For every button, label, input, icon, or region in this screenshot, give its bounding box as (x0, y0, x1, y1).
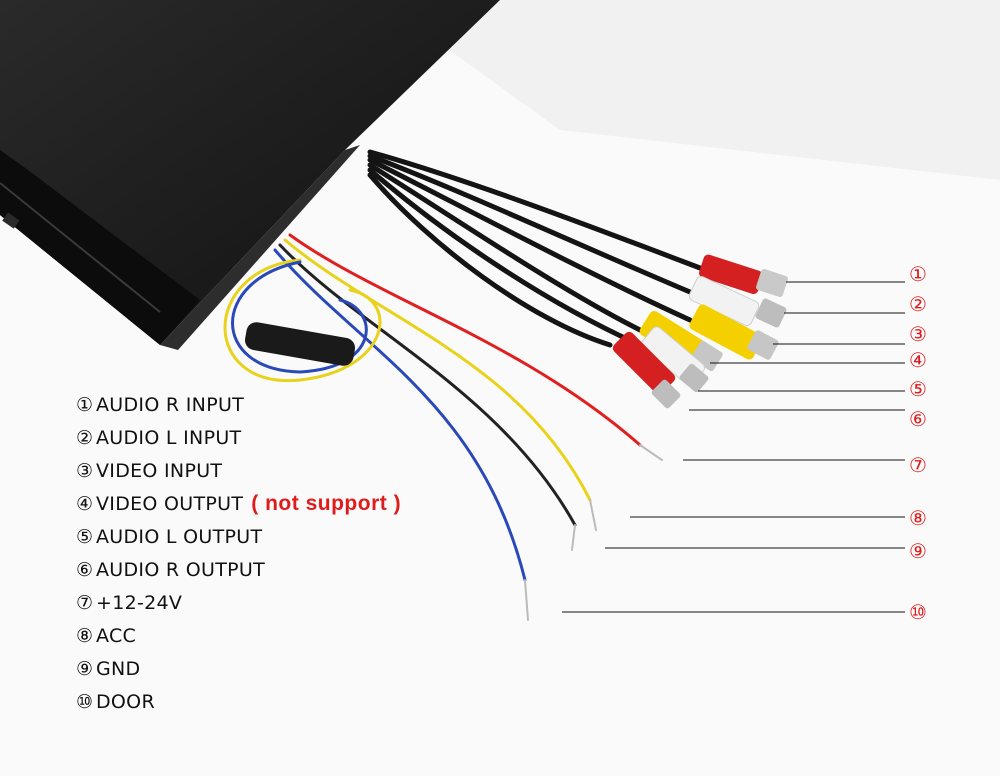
legend-label: AUDIO L INPUT (96, 426, 242, 449)
callout-10: ⑩ (909, 600, 927, 624)
legend-item-door: ⑩ DOOR (76, 685, 401, 718)
legend-item-video-input: ③ VIDEO INPUT (76, 454, 401, 487)
legend-item-audio-r-output: ⑥ AUDIO R OUTPUT (76, 553, 401, 586)
legend-number: ⑤ (76, 525, 94, 548)
rca-plug-6 (612, 331, 681, 409)
callout-4: ④ (909, 348, 927, 372)
legend-label: GND (96, 657, 141, 680)
not-support-note: ( not support ) (251, 491, 402, 515)
callout-lines (562, 281, 905, 613)
callout-2: ② (909, 292, 927, 316)
rca-plug-5 (640, 326, 709, 393)
pinout-legend: ① AUDIO R INPUT ② AUDIO L INPUT ③ VIDEO … (76, 388, 401, 718)
black-cables (367, 149, 703, 348)
legend-number: ① (76, 393, 94, 416)
legend-item-audio-l-output: ⑤ AUDIO L OUTPUT (76, 520, 401, 553)
legend-label: ACC (96, 624, 137, 647)
callout-1: ① (909, 262, 927, 286)
legend-label: VIDEO OUTPUT (96, 492, 244, 515)
legend-label: AUDIO R INPUT (96, 393, 245, 416)
rca-plug-3 (689, 304, 779, 360)
legend-item-audio-l-input: ② AUDIO L INPUT (76, 421, 401, 454)
power-wires (223, 233, 663, 621)
legend-item-gnd: ⑨ GND (76, 652, 401, 685)
callout-3: ③ (909, 322, 927, 346)
legend-item-power: ⑦ +12-24V (76, 586, 401, 619)
legend-label: AUDIO L OUTPUT (96, 525, 263, 548)
legend-item-audio-r-input: ① AUDIO R INPUT (76, 388, 401, 421)
legend-item-acc: ⑧ ACC (76, 619, 401, 652)
rca-plug-2 (688, 275, 787, 328)
legend-number: ③ (76, 459, 94, 482)
callout-5: ⑤ (909, 377, 927, 401)
legend-label: VIDEO INPUT (96, 459, 223, 482)
legend-label: AUDIO R OUTPUT (96, 558, 266, 581)
legend-item-video-output: ④ VIDEO OUTPUT ( not support ) (76, 487, 401, 520)
legend-number: ⑩ (76, 690, 94, 713)
callout-8: ⑧ (909, 506, 927, 530)
monitor (0, 0, 500, 350)
legend-label: +12-24V (96, 591, 183, 614)
callout-6: ⑥ (909, 407, 927, 431)
rca-plug-1 (699, 254, 788, 298)
callout-7: ⑦ (909, 453, 927, 477)
legend-number: ⑦ (76, 591, 94, 614)
legend-label: DOOR (96, 690, 155, 713)
legend-number: ⑧ (76, 624, 94, 647)
legend-number: ⑨ (76, 657, 94, 680)
legend-number: ⑥ (76, 558, 94, 581)
callout-9: ⑨ (909, 539, 927, 563)
legend-number: ④ (76, 492, 94, 515)
legend-number: ② (76, 426, 94, 449)
